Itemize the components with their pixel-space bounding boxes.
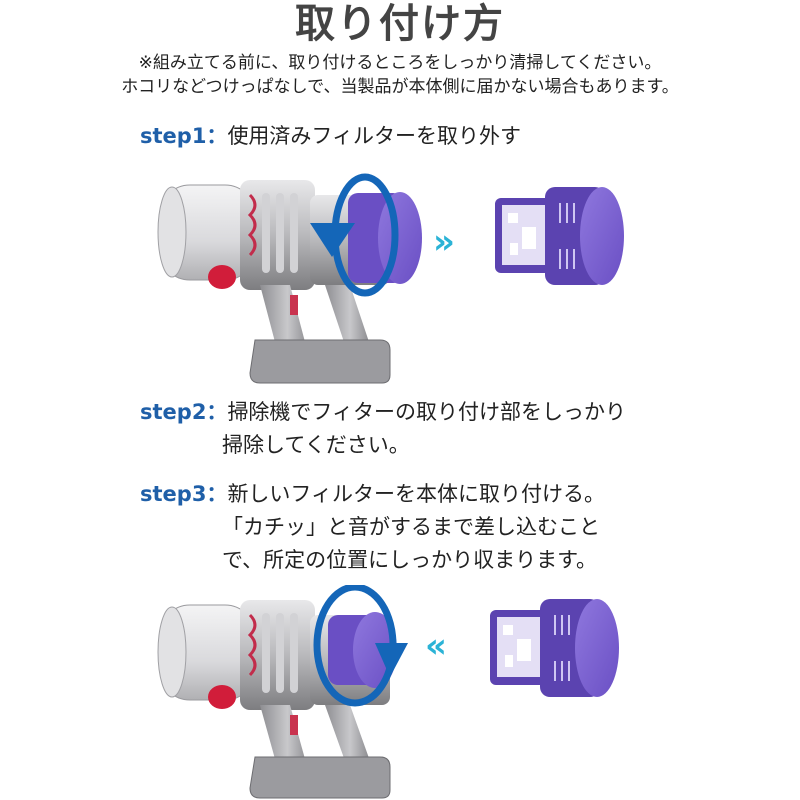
note-line-2: ホコリなどつけっぱなしで、当製品が本体側に届かない場合もあります。 (121, 77, 679, 97)
rotate-counterclockwise-icon (310, 173, 399, 297)
step-2-text-1: 掃除機でフィターの取り付け部をしっかり (227, 400, 627, 424)
note-line-1: ※組み立てる前に、取り付けるところをしっかり清掃してください。 (138, 53, 662, 73)
step-1-label: step1： (140, 124, 228, 148)
step-3-text-3: で、所定の位置にしっかり収まります。 (222, 548, 598, 572)
step-3: step3：新しいフィルターを本体に取り付ける。 「カチッ」と音がするまで差し込… (140, 478, 605, 577)
illustration-install-filter: « (157, 585, 619, 799)
step-2-label: step2： (140, 400, 228, 424)
step-1: step1：使用済みフィルターを取り外す (140, 120, 521, 153)
step-3-label: step3： (140, 482, 228, 506)
vacuum-icon (157, 600, 397, 799)
rotate-clockwise-icon (313, 585, 408, 707)
chevron-left-icon: « (425, 626, 447, 666)
step-1-text: 使用済みフィルターを取り外す (227, 124, 522, 148)
page-title: 取り付け方 (295, 1, 505, 47)
step-2: step2：掃除機でフィターの取り付け部をしっかり 掃除してください。 (140, 396, 626, 462)
chevron-right-icon: » (433, 222, 455, 262)
filter-icon (490, 599, 619, 697)
vacuum-icon (157, 180, 422, 384)
step-3-text-2: 「カチッ」と音がするまで差し込むこと (222, 515, 600, 539)
step-3-text-1: 新しいフィルターを本体に取り付ける。 (227, 482, 606, 506)
filter-icon (495, 187, 624, 285)
illustration-remove-filter: » (157, 173, 624, 384)
step-2-text-2: 掃除してください。 (222, 433, 410, 457)
